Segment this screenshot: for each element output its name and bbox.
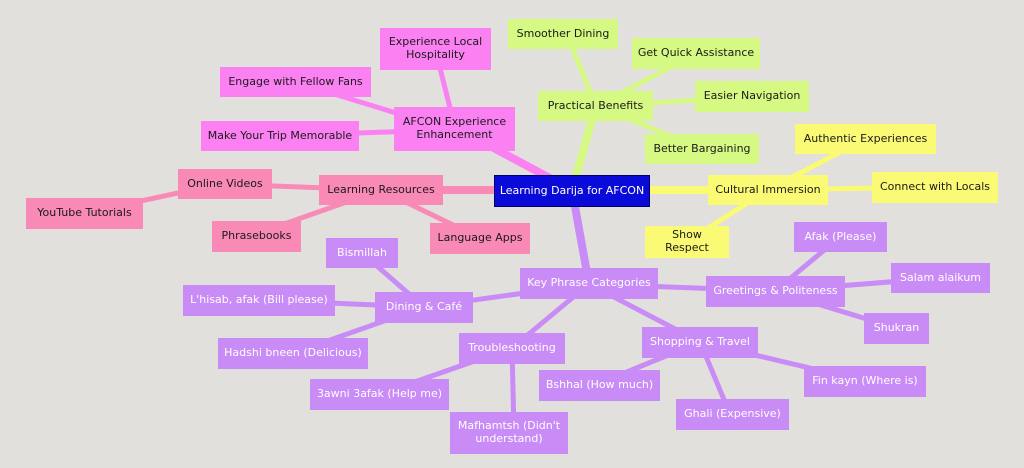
greetings-salam-node[interactable]: Salam alaikum: [891, 263, 990, 293]
immersion-branch-node[interactable]: Cultural Immersion: [708, 175, 828, 205]
immersion-locals-node[interactable]: Connect with Locals: [872, 172, 998, 203]
shopping-bshhal-node[interactable]: Bshhal (How much): [539, 370, 660, 401]
resources-apps-node[interactable]: Language Apps: [430, 223, 530, 254]
benefits-assistance-node[interactable]: Get Quick Assistance: [632, 38, 760, 69]
experience-branch-node[interactable]: AFCON Experience Enhancement: [394, 107, 515, 151]
benefits-bargaining-node[interactable]: Better Bargaining: [645, 134, 759, 164]
greetings-afak-node[interactable]: Afak (Please): [794, 222, 887, 252]
root-node[interactable]: Learning Darija for AFCON: [494, 175, 650, 207]
experience-hospitality-node[interactable]: Experience Local Hospitality: [380, 28, 491, 70]
troubleshooting-category-node[interactable]: Troubleshooting: [459, 333, 565, 364]
troubleshooting-help-node[interactable]: 3awni 3afak (Help me): [310, 379, 449, 410]
immersion-respect-node[interactable]: Show Respect: [645, 226, 729, 258]
benefits-branch-node[interactable]: Practical Benefits: [538, 91, 653, 121]
experience-memorable-node[interactable]: Make Your Trip Memorable: [201, 121, 359, 151]
shopping-fin-node[interactable]: Fin kayn (Where is): [804, 366, 926, 397]
resources-phrasebooks-node[interactable]: Phrasebooks: [212, 221, 301, 252]
greetings-shukran-node[interactable]: Shukran: [864, 313, 929, 344]
dining-delicious-node[interactable]: Hadshi bneen (Delicious): [218, 338, 368, 369]
greetings-category-node[interactable]: Greetings & Politeness: [706, 276, 845, 307]
shopping-category-node[interactable]: Shopping & Travel: [642, 327, 758, 358]
benefits-navigation-node[interactable]: Easier Navigation: [695, 81, 809, 112]
resources-branch-node[interactable]: Learning Resources: [319, 175, 443, 205]
dining-bill-node[interactable]: L'hisab, afak (Bill please): [183, 285, 335, 316]
dining-bismillah-node[interactable]: Bismillah: [326, 238, 398, 268]
experience-fans-node[interactable]: Engage with Fellow Fans: [220, 67, 371, 97]
shopping-ghali-node[interactable]: Ghali (Expensive): [676, 399, 789, 430]
dining-category-node[interactable]: Dining & Café: [375, 292, 473, 323]
resources-videos-node[interactable]: Online Videos: [178, 169, 272, 199]
phrases-branch-node[interactable]: Key Phrase Categories: [520, 268, 658, 299]
immersion-authentic-node[interactable]: Authentic Experiences: [795, 124, 936, 154]
benefits-dining-node[interactable]: Smoother Dining: [508, 19, 618, 49]
troubleshooting-mafhamtsh-node[interactable]: Mafhamtsh (Didn't understand): [450, 412, 568, 454]
resources-youtube-node[interactable]: YouTube Tutorials: [26, 198, 143, 229]
